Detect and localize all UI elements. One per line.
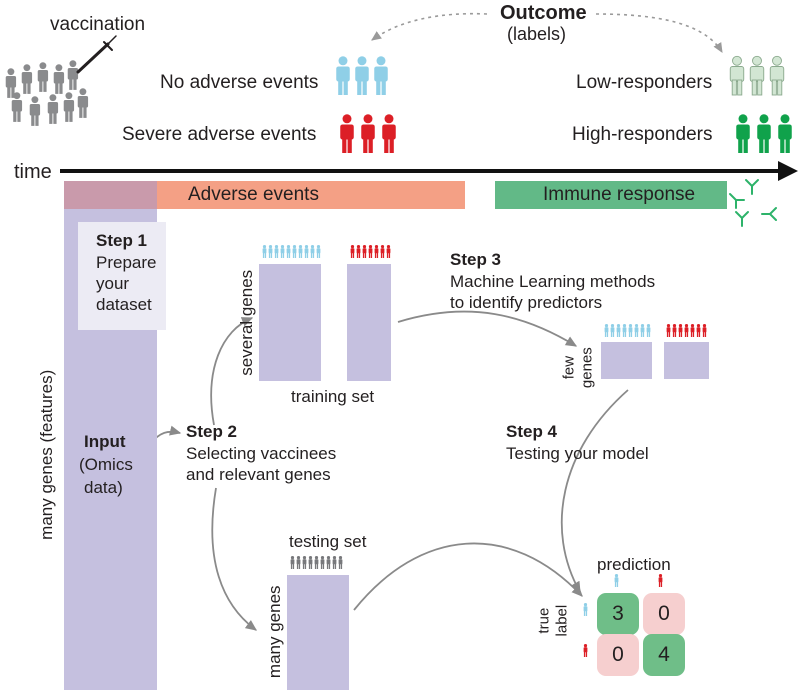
true-label-1: true <box>535 607 553 634</box>
outcome-arrow-right <box>595 13 723 53</box>
few-blue-people-icon <box>604 324 651 337</box>
training-red-people-icon <box>350 245 391 258</box>
step3-title: Step 3 <box>450 250 502 269</box>
prediction-red-person-icon <box>658 574 663 587</box>
low-responders-people-icon <box>729 55 785 96</box>
arrow-training-to-few <box>397 310 578 347</box>
column-overlap-cap <box>64 181 157 209</box>
syringe-icon <box>76 35 117 74</box>
severe-adverse-people-icon <box>340 114 396 153</box>
high-responders-label: High-responders <box>572 124 713 145</box>
vaccination-label: vaccination <box>50 14 146 35</box>
crowd-icon <box>5 60 89 126</box>
arrow-step2-to-testing <box>211 487 258 631</box>
immune-response-band: Immune response <box>495 181 727 209</box>
step1-title: Step 1 <box>96 231 148 250</box>
training-set-label: training set <box>291 387 375 406</box>
testing-gray-people-icon <box>290 556 343 569</box>
true-red-person-icon <box>583 644 588 657</box>
prediction-blue-person-icon <box>614 574 619 587</box>
matrix-cell-fn: 0 <box>643 593 685 635</box>
step2-line-1: Selecting vaccinees <box>186 444 337 463</box>
arrow-few-to-matrix <box>560 389 629 594</box>
step1-line-3: dataset <box>96 295 152 314</box>
input-line-2: data) <box>84 478 123 497</box>
few-genes-label-1: few <box>560 355 578 380</box>
antibody-icon <box>729 179 777 227</box>
testing-bar <box>287 575 349 690</box>
arrow-testing-to-matrix <box>353 542 583 611</box>
matrix-cell-tn: 4 <box>643 634 685 676</box>
prediction-label: prediction <box>597 555 671 574</box>
step1-line-2: your <box>96 274 130 293</box>
few-bar-blue <box>601 342 652 379</box>
time-axis-arrowhead <box>778 161 798 181</box>
step4-line-1: Testing your model <box>506 444 649 463</box>
outcome-arrow-left <box>371 12 488 41</box>
features-label: many genes (features) <box>37 369 57 540</box>
arrow-step2-to-training <box>210 317 254 426</box>
no-adverse-label: No adverse events <box>160 72 319 93</box>
input-title: Input <box>84 432 126 451</box>
step3-line-1: Machine Learning methods <box>450 272 656 291</box>
severe-adverse-label: Severe adverse events <box>122 124 317 145</box>
few-genes-label-2: genes <box>578 347 596 389</box>
testing-set-label: testing set <box>289 532 367 551</box>
step1-line-1: Prepare <box>96 253 157 272</box>
immune-response-label: Immune response <box>543 184 696 205</box>
true-label-2: label <box>553 604 571 637</box>
step1-box <box>78 222 166 330</box>
matrix-cell-fp: 0 <box>597 634 639 676</box>
few-bar-red <box>664 342 709 379</box>
outcome-title: Outcome <box>500 2 587 24</box>
low-responders-label: Low-responders <box>576 72 713 93</box>
training-bar-blue <box>259 264 321 381</box>
step2-title: Step 2 <box>186 422 238 441</box>
several-genes-label: several genes <box>237 269 257 376</box>
matrix-cell-tp: 3 <box>597 593 639 635</box>
few-red-people-icon <box>666 324 707 337</box>
training-bar-red <box>347 264 391 381</box>
adverse-events-label: Adverse events <box>188 184 319 205</box>
many-genes-label: many genes <box>265 585 285 679</box>
step2-line-2: and relevant genes <box>186 465 331 484</box>
step3-line-2: to identify predictors <box>450 293 603 312</box>
time-label: time <box>14 161 52 183</box>
training-blue-people-icon <box>262 245 321 258</box>
high-responders-people-icon <box>736 114 792 153</box>
step4-title: Step 4 <box>506 422 558 441</box>
no-adverse-people-icon <box>336 56 388 95</box>
input-line-1: (Omics <box>79 455 133 474</box>
outcome-subtitle: (labels) <box>507 24 567 44</box>
true-blue-person-icon <box>583 603 588 616</box>
